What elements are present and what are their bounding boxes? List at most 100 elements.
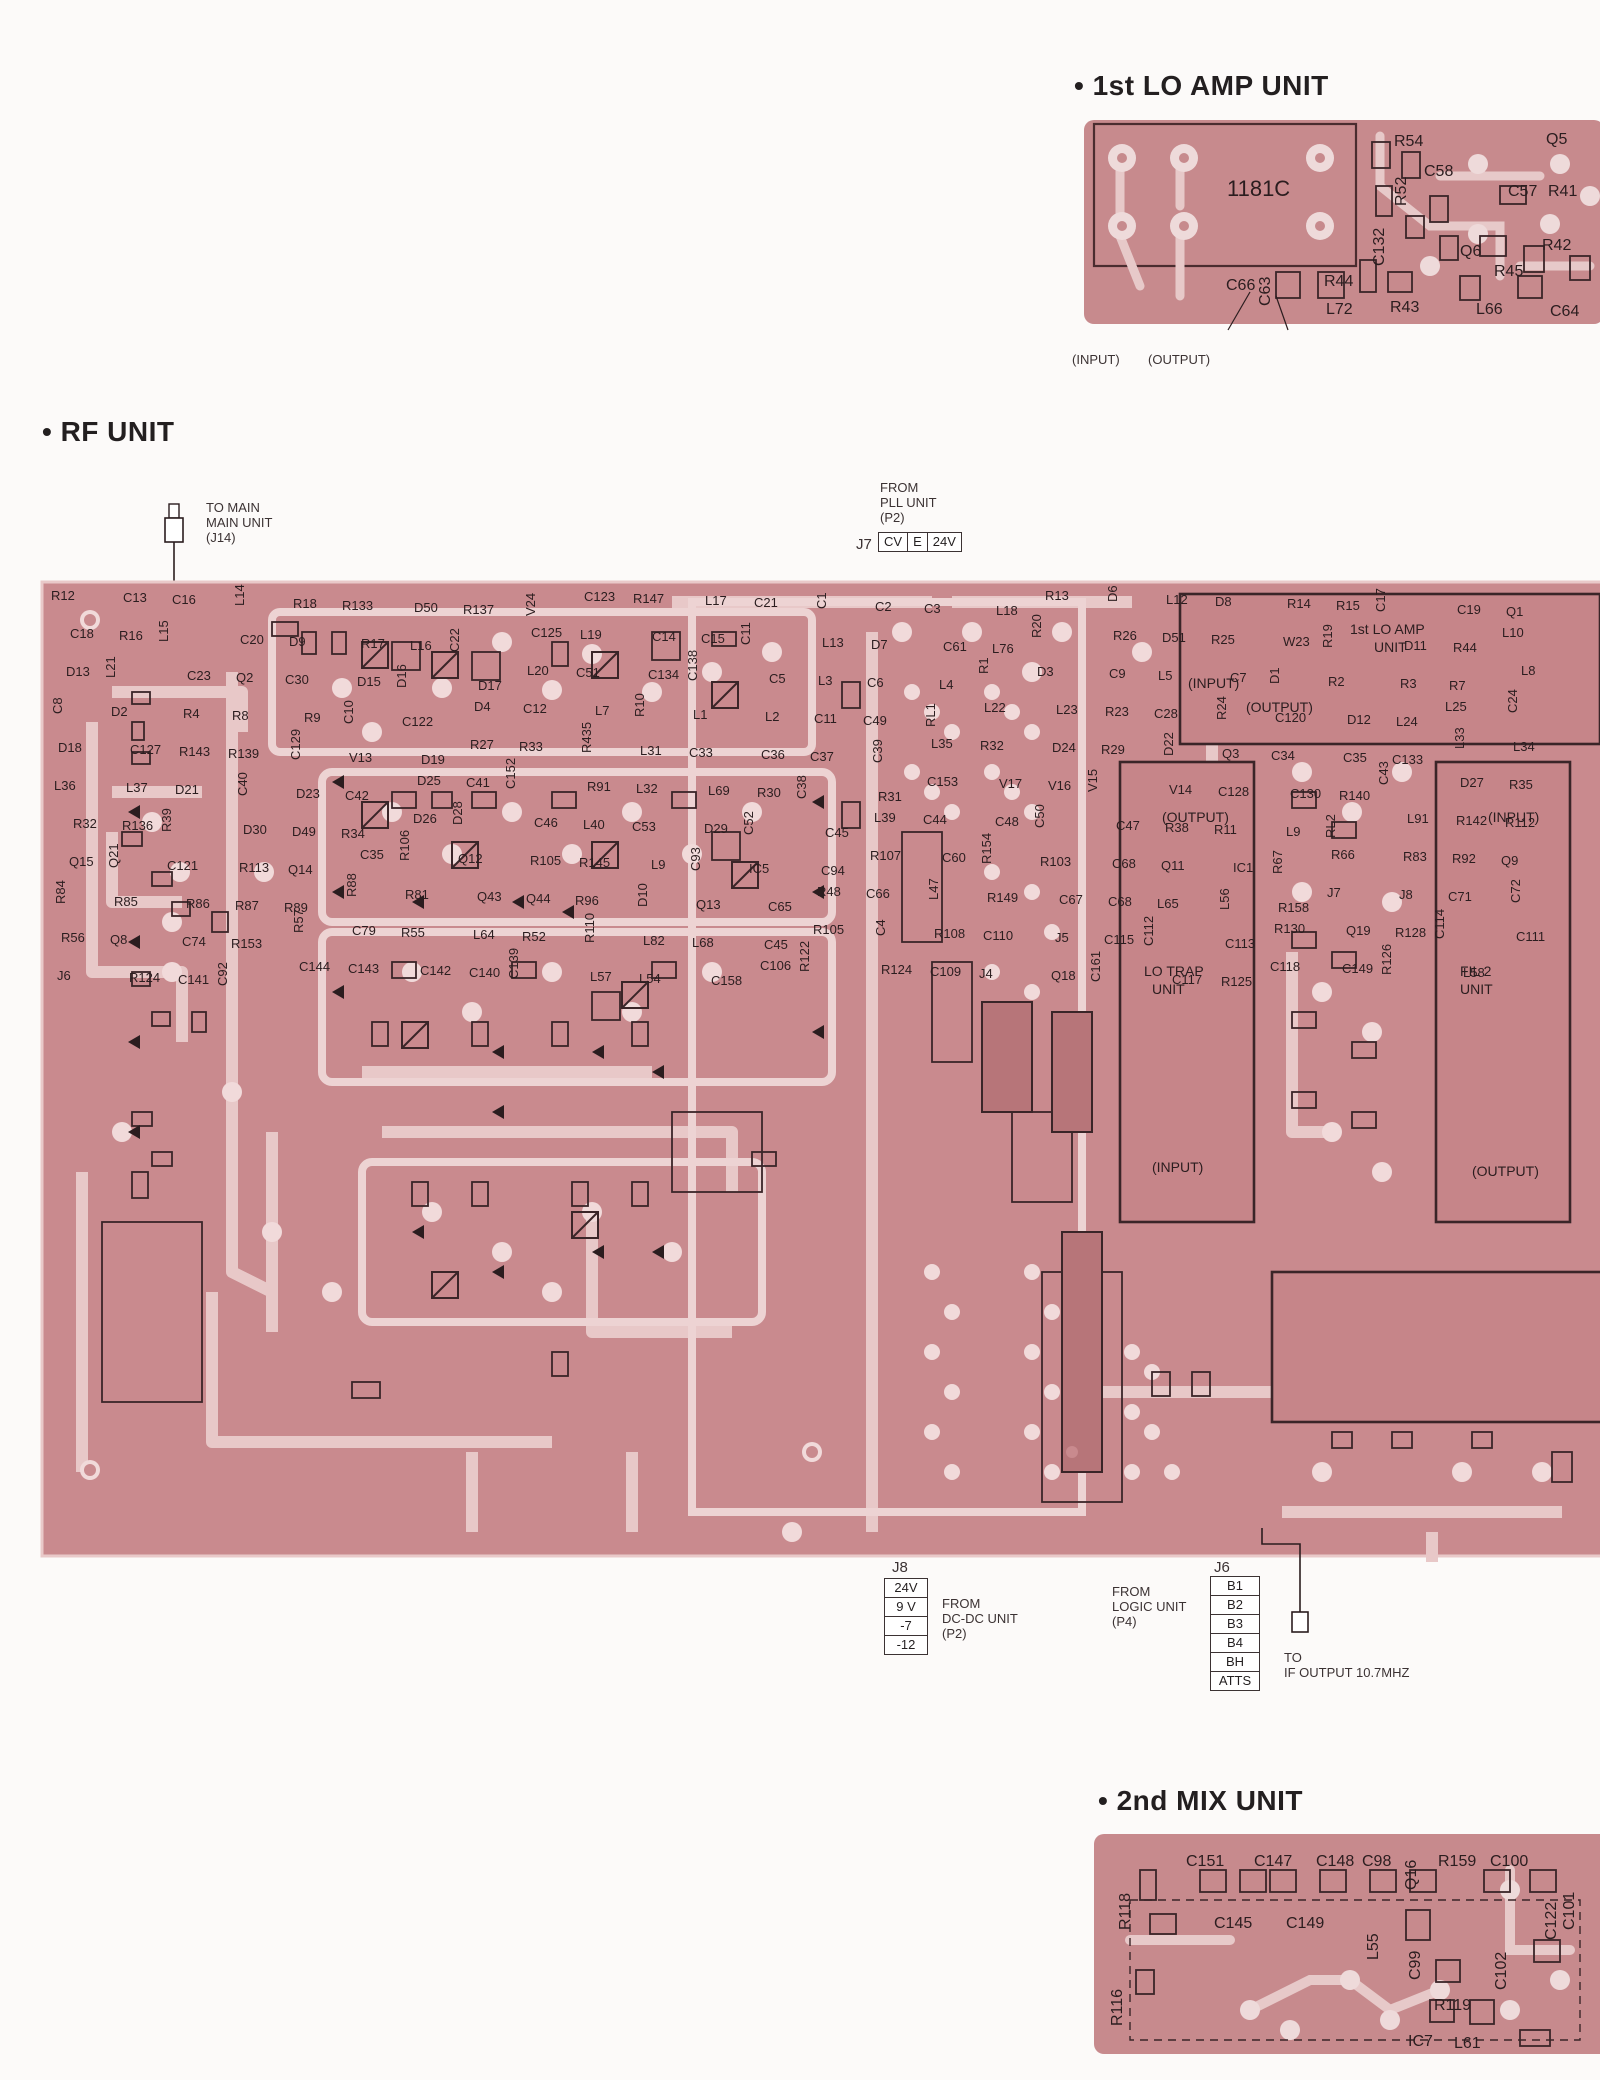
lo-amp-input-note: (INPUT) — [1072, 352, 1120, 367]
rf-component-label: RL1 — [923, 703, 938, 727]
rf-component-label: V15 — [1085, 769, 1100, 792]
rf-component-label: D23 — [296, 786, 320, 801]
rf-component-label: L17 — [705, 593, 727, 608]
rf-diodes — [128, 775, 824, 1279]
rf-component-label: R89 — [284, 900, 308, 915]
rf-component-label: L19 — [580, 627, 602, 642]
rf-component-label: Q14 — [288, 862, 313, 877]
rf-component-label: D12 — [1347, 712, 1371, 727]
rf-component-label: R20 — [1029, 614, 1044, 638]
rf-component-label: C11 — [814, 711, 837, 726]
rf-component-label: R18 — [293, 596, 317, 611]
rf-component-label: R55 — [401, 925, 425, 940]
subunit-lo-amp-title: 1st LO AMP — [1350, 621, 1425, 637]
rf-component-label: L4 — [939, 677, 953, 692]
rf-component-label: L31 — [640, 743, 662, 758]
lo-amp-unit-title: • 1st LO AMP UNIT — [1074, 70, 1329, 101]
lo-amp-traces — [1115, 131, 1595, 301]
rf-component-label: R32 — [980, 738, 1004, 753]
rf-component-label: L58 — [1463, 965, 1485, 980]
rf-component-label: C92 — [215, 962, 230, 986]
rf-component-label: L9 — [651, 857, 665, 872]
rf-component-label: D18 — [58, 740, 82, 755]
rf-component-label: C127 — [130, 742, 161, 757]
rf-component-label: Q15 — [69, 854, 94, 869]
j6-pin: B3 — [1211, 1615, 1259, 1634]
rf-component-label: C144 — [299, 959, 330, 974]
mix-label: C101 — [1561, 1892, 1578, 1930]
rf-component-label: R435 — [579, 722, 594, 753]
rf-component-label: J8 — [1399, 887, 1413, 902]
lo-amp-parts — [1275, 141, 1591, 301]
rf-component-label: D1 — [1267, 667, 1282, 684]
rf-component-label: L25 — [1445, 699, 1467, 714]
rf-component-label: Q8 — [110, 932, 127, 947]
rf-component-label: Q2 — [236, 670, 253, 685]
rf-component-label: C153 — [927, 774, 958, 789]
rf-component-label: C24 — [1505, 689, 1520, 713]
lo-amp-label: Q6 — [1460, 243, 1481, 260]
rf-component-label: C134 — [648, 667, 679, 682]
mix-label: C100 — [1490, 1853, 1528, 1870]
rf-component-label: C49 — [863, 713, 887, 728]
rf-component-label: L47 — [926, 878, 941, 900]
lo-amp-label: R54 — [1394, 133, 1423, 150]
rf-component-label: C34 — [1271, 748, 1295, 763]
rf-component-label: C28 — [1154, 706, 1178, 721]
rf-component-label: D22 — [1161, 732, 1176, 756]
rf-component-label: R124 — [129, 970, 160, 985]
j8-pin: 9 V — [885, 1598, 927, 1617]
mix-label: R116 — [1109, 1989, 1126, 2026]
rf-component-label: R113 — [239, 860, 269, 875]
rf-component-label: C45 — [825, 825, 849, 840]
rf-component-label: L7 — [595, 703, 609, 718]
rf-component-label: R105 — [530, 853, 561, 868]
rf-component-label: Q9 — [1501, 853, 1518, 868]
rf-component-label: D7 — [871, 637, 888, 652]
rf-component-label: C122 — [402, 714, 433, 729]
rf-component-label: L3 — [818, 673, 832, 688]
rf-component-label: Q13 — [696, 897, 721, 912]
from-logic-line: LOGIC UNIT — [1112, 1599, 1187, 1614]
mix-label: C147 — [1254, 1853, 1292, 1870]
rf-component-label: R27 — [470, 737, 494, 752]
lo-amp-label: C63 — [1257, 277, 1274, 306]
rf-component-label: R106 — [397, 830, 412, 861]
rf-ic-pads — [904, 684, 1180, 1480]
rf-component-label: C120 — [1275, 710, 1306, 725]
rf-component-label: C130 — [1290, 786, 1321, 801]
rf-component-label: J4 — [979, 966, 993, 981]
rf-component-label: L33 — [1452, 727, 1467, 749]
j8-label: J8 — [892, 1559, 908, 1576]
j7-label: J7 — [856, 536, 872, 553]
rf-component-label: D2 — [111, 704, 128, 719]
rf-component-label: L36 — [54, 778, 76, 793]
rf-component-label: C9 — [1109, 666, 1126, 681]
from-logic-line: (P4) — [1112, 1614, 1137, 1629]
j6-pin: B1 — [1211, 1577, 1259, 1596]
rf-component-label: C71 — [1448, 889, 1472, 904]
subunit-lo-trap-output: (OUTPUT) — [1162, 809, 1229, 825]
rf-component-label: R96 — [575, 893, 599, 908]
rf-component-label: C125 — [531, 625, 562, 640]
rf-component-label: C94 — [821, 863, 845, 878]
rf-component-label: V16 — [1048, 778, 1071, 793]
lo-amp-output-note: (OUTPUT) — [1148, 352, 1211, 367]
rf-component-label: R14 — [1287, 596, 1311, 611]
rf-component-label: C93 — [688, 847, 703, 871]
rf-component-label: C140 — [469, 965, 500, 980]
rf-component-label: C23 — [187, 668, 211, 683]
rf-component-label: Q11 — [1161, 858, 1185, 873]
rf-component-label: C16 — [172, 592, 196, 607]
rf-board: 1st LO AMP UNIT (INPUT) (OUTPUT) LO TRAP… — [40, 580, 1600, 1562]
rf-component-label: D19 — [421, 752, 445, 767]
rf-component-label: C33 — [689, 745, 713, 760]
rf-component-label: R39 — [159, 808, 174, 832]
rf-component-label: L5 — [1158, 668, 1172, 683]
rf-component-label: D27 — [1460, 775, 1484, 790]
rf-component-label: C37 — [810, 749, 834, 764]
rf-component-label: C19 — [1457, 602, 1481, 617]
rf-component-label: C133 — [1392, 752, 1423, 767]
rf-component-label: C52 — [741, 811, 756, 835]
rf-component-label: V24 — [523, 593, 538, 616]
